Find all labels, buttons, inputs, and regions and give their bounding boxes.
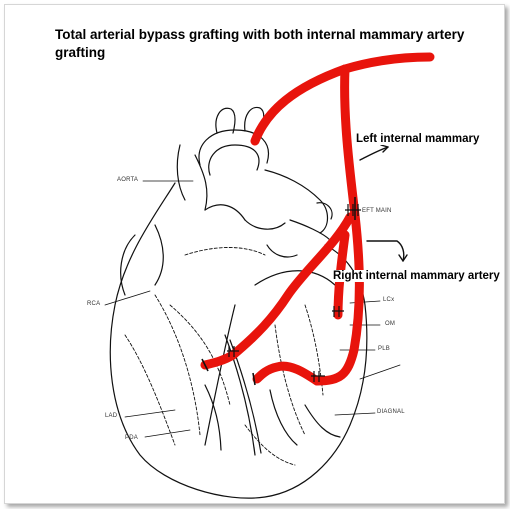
label-lad: LAD (105, 413, 118, 419)
label-rca: RCA (87, 301, 101, 307)
callout-left-internal-mammary: Left internal mammary (355, 133, 481, 145)
label-om: OM (385, 321, 396, 327)
figure-title: Total arterial bypass grafting with both… (55, 27, 465, 60)
label-lcx: LCx (383, 297, 395, 303)
label-left-main: EFT MAIN (362, 208, 392, 214)
callout-right-internal-mammary: Right internal mammary artery (332, 270, 501, 282)
stitch-left-main (345, 204, 361, 216)
label-aorta: AORTA (117, 177, 139, 183)
stitch-lcx (332, 306, 344, 317)
stitch-plb (311, 371, 325, 382)
heart-diagram (104, 52, 435, 499)
label-diagonal: DIAGNAL (377, 409, 405, 415)
graft-left-internal-mammary (312, 64, 364, 386)
label-pda: PDA (125, 435, 138, 441)
anastomosis-marks (201, 197, 361, 386)
graft-paths (200, 52, 435, 386)
label-plb: PLB (378, 346, 390, 352)
graft-right-internal-mammary (200, 212, 355, 370)
graft-plb-limb (252, 361, 322, 386)
heart-illustration (104, 106, 408, 499)
figure-frame: Total arterial bypass grafting with both… (4, 4, 505, 504)
stitch-lad (227, 346, 239, 357)
